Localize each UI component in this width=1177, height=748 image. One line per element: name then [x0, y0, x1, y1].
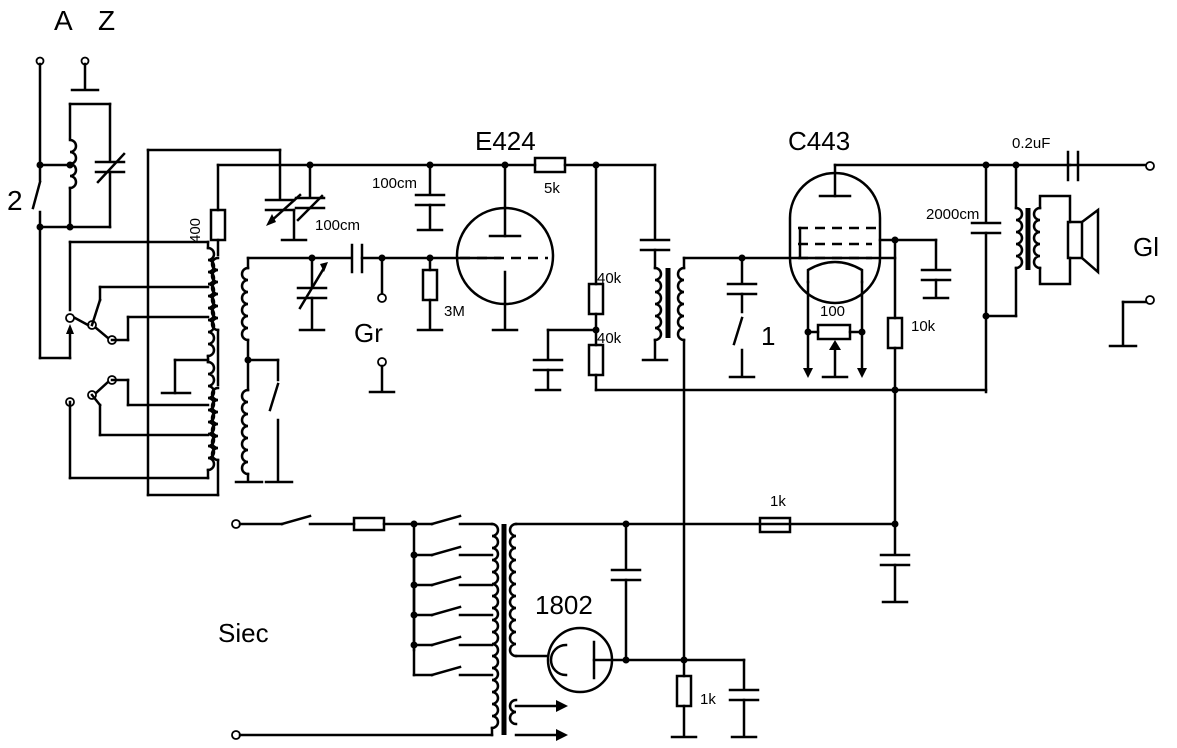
label-switch-2: 2: [7, 185, 23, 216]
band-switch-and-coils: [65, 148, 312, 497]
label-tube-e424: E424: [475, 126, 536, 156]
tube-c443: [788, 163, 1152, 527]
label-ground: Z: [98, 5, 115, 36]
label-pot-100: 100: [820, 303, 845, 320]
label-cap-2000cm: 2000cm: [926, 206, 979, 223]
label-coil-400: 400: [187, 218, 204, 243]
label-cap-100cm-b: 100cm: [315, 217, 360, 234]
power-supply: [231, 514, 911, 741]
antenna-input: [31, 56, 126, 360]
label-switch-1: 1: [761, 321, 775, 351]
label-cap-100cm-a: 100cm: [372, 175, 417, 192]
output-terminal-top: [1145, 161, 1155, 171]
label-gr: Gr: [354, 318, 383, 348]
interstage-coupling: [532, 161, 897, 662]
tube-e424: [455, 156, 657, 332]
output-terminal-bottom: [1145, 295, 1155, 305]
label-antenna: A: [54, 5, 73, 36]
label-res-1k-top: 1k: [770, 493, 786, 510]
label-mains-siec: Siec: [218, 618, 269, 648]
label-res-5k: 5k: [544, 180, 560, 197]
label-res-10k: 10k: [911, 318, 936, 335]
label-cap-0-2uf: 0.2uF: [1012, 135, 1050, 152]
grid-tuning-circuit: [234, 161, 509, 484]
gr-terminal-top: [377, 293, 387, 303]
label-rectifier-1802: 1802: [535, 590, 593, 620]
label-res-1k-bottom: 1k: [700, 691, 716, 708]
label-res-40k-b: 40k: [597, 330, 622, 347]
label-tube-c443: C443: [788, 126, 850, 156]
label-res-3m: 3M: [444, 303, 465, 320]
label-gl: Gl: [1133, 232, 1159, 262]
output-stage: [594, 150, 1155, 394]
